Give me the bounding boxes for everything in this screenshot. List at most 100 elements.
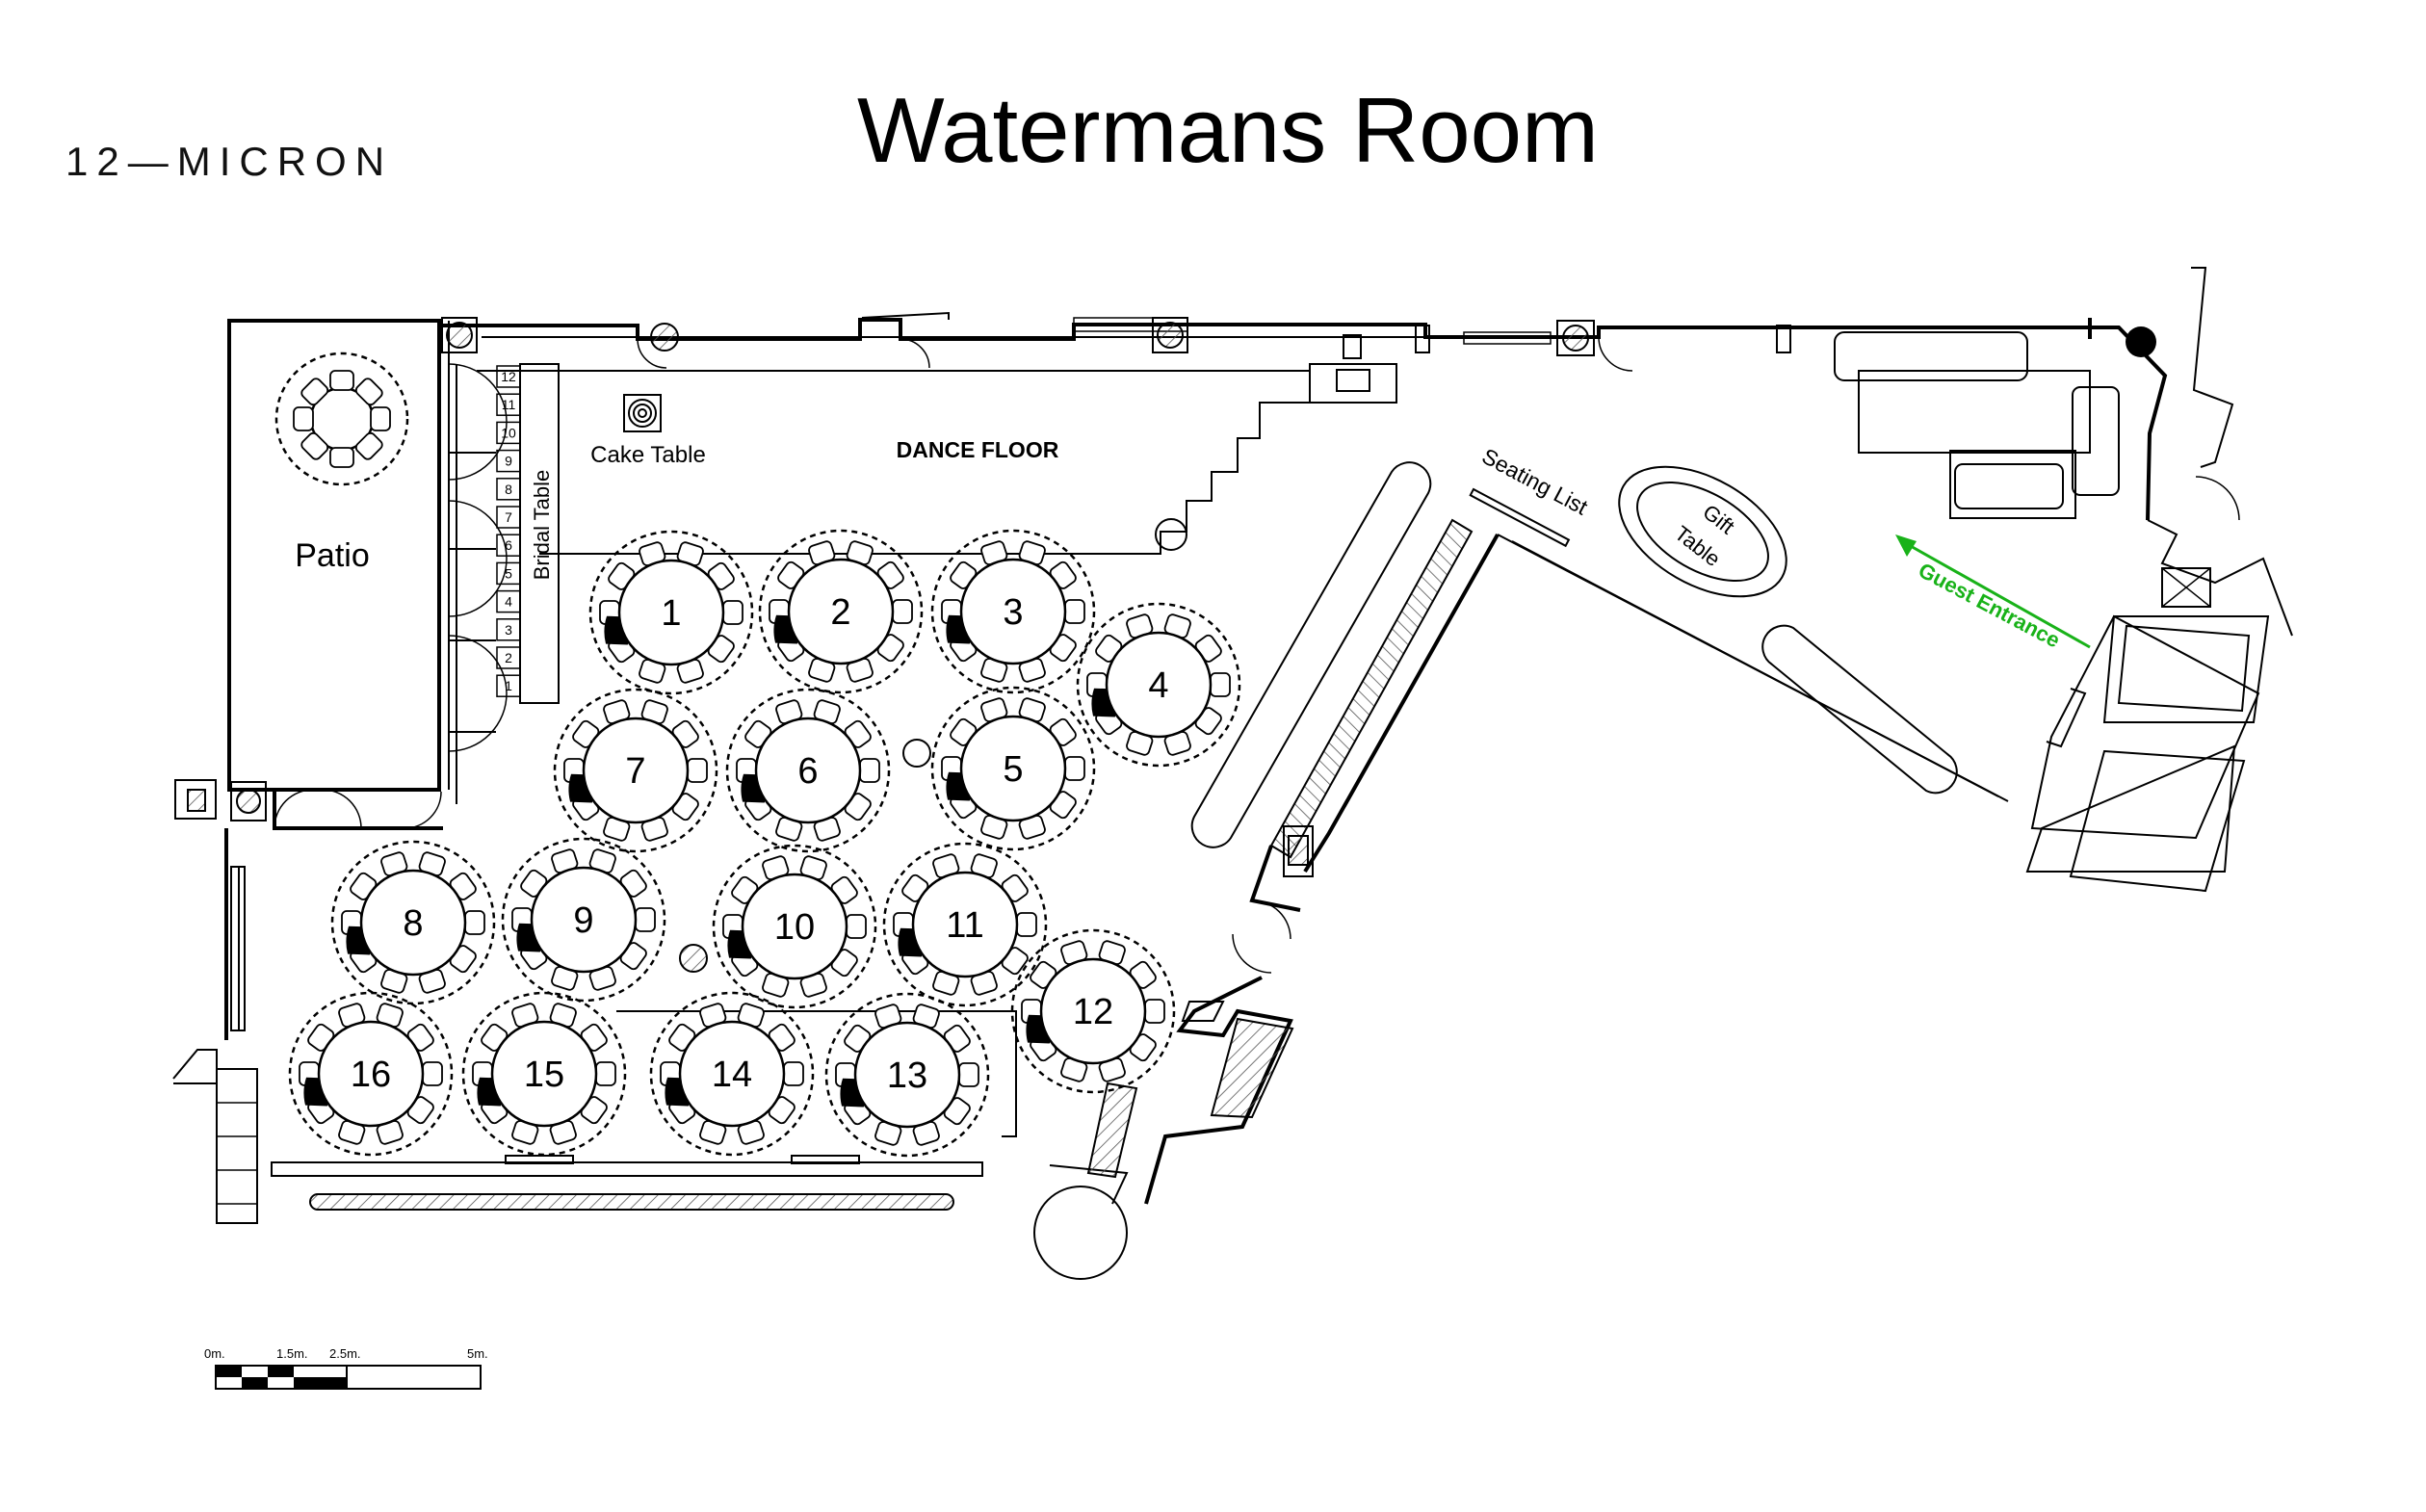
scale-tick-3: 5m. [467, 1346, 488, 1361]
guest-entrance-marker: Guest Entrance [1895, 534, 2091, 653]
cake-table-label: Cake Table [590, 442, 706, 468]
table-number: 16 [351, 1055, 391, 1095]
bridal-seat [496, 534, 521, 557]
chair [300, 431, 329, 460]
table-number: 12 [1073, 992, 1113, 1032]
table-2: 2 [758, 529, 924, 694]
table-boundary [882, 842, 1048, 1007]
table-boundary [1076, 602, 1241, 768]
table-boundary [930, 529, 1096, 694]
scale-tick-0: 0m. [204, 1346, 225, 1361]
bridal-seat [496, 449, 521, 473]
table-3: 3 [930, 529, 1096, 694]
table-boundary [588, 530, 754, 695]
bridal-seat [496, 618, 521, 641]
round-table [617, 559, 725, 666]
chair [958, 1062, 979, 1087]
round-table [787, 558, 895, 665]
bridal-seat-number: 3 [505, 622, 512, 638]
chair [783, 1061, 804, 1086]
bridal-seat-number: 5 [505, 565, 512, 581]
dance-floor-label: DANCE FLOOR [897, 437, 1059, 462]
bridal-seat [496, 589, 521, 613]
round-table [741, 873, 848, 980]
round-table [530, 866, 638, 974]
chair [722, 600, 743, 625]
chair [846, 914, 867, 939]
scale-bar: 0m. 1.5m. 2.5m. 5m. [204, 1346, 488, 1390]
patio-table [274, 352, 409, 486]
table-boundary [649, 991, 815, 1157]
table-4: 4 [1076, 602, 1241, 768]
table-number: 5 [1003, 749, 1023, 790]
table-number: 8 [403, 903, 423, 944]
building-walls [172, 267, 2293, 1280]
chair [595, 1061, 616, 1086]
round-table [678, 1020, 786, 1128]
chair [354, 431, 383, 460]
chair [354, 378, 383, 406]
bridal-seat-number: 4 [505, 594, 512, 610]
table-13: 13 [824, 992, 990, 1158]
chair [422, 1061, 443, 1086]
bridal-seat-number: 12 [501, 369, 516, 384]
chair [1210, 672, 1231, 697]
arrow-head-icon [1895, 534, 1917, 557]
bridal-table-label: Bridal Table [530, 470, 554, 581]
patio-enclosure [227, 319, 441, 792]
round-table [959, 715, 1067, 822]
bridal-seat [496, 421, 521, 445]
round-table [1105, 631, 1213, 739]
round-table [911, 871, 1019, 978]
page-title: Watermans Room [857, 79, 1599, 182]
bridal-seat [496, 478, 521, 501]
chair [687, 758, 708, 783]
table-7: 7 [553, 688, 718, 853]
table-boundary [288, 991, 454, 1157]
table-number: 7 [625, 751, 645, 792]
chair [892, 599, 913, 624]
chair [329, 370, 354, 391]
table-1: 1 [588, 530, 754, 695]
chair [1016, 912, 1037, 937]
table-5: 5 [930, 686, 1096, 851]
chair [1064, 599, 1085, 624]
column-dot [2126, 326, 2156, 357]
bridal-seat [496, 365, 521, 388]
round-table [317, 1020, 425, 1128]
brand-logo: 12—MICRON [65, 139, 393, 184]
round-table [582, 717, 690, 824]
table-boundary [930, 686, 1096, 851]
table-11: 11 [882, 842, 1048, 1007]
bridal-seat-number: 7 [505, 509, 512, 525]
table-number: 3 [1003, 592, 1023, 633]
chair [464, 910, 485, 935]
bridal-seat [496, 674, 521, 697]
bridal-seat [496, 393, 521, 416]
table-number: 6 [797, 751, 818, 792]
table-boundary [330, 840, 496, 1005]
round-table [359, 869, 467, 977]
bridal-seat-number: 11 [502, 397, 516, 412]
bridal-seat-number: 8 [505, 482, 512, 497]
table-6: 6 [725, 688, 891, 853]
table-number: 11 [946, 905, 983, 946]
chair [370, 406, 391, 431]
scale-tick-1: 1.5m. [276, 1346, 308, 1361]
table-9: 9 [501, 837, 666, 1003]
chair [293, 406, 314, 431]
chair [1144, 999, 1165, 1024]
bridal-seat [496, 561, 521, 586]
chair [329, 447, 354, 468]
round-table [754, 717, 862, 824]
chair [635, 907, 656, 932]
table-number: 1 [661, 593, 681, 634]
chair [1064, 756, 1085, 781]
bridal-seat-number: 1 [505, 678, 512, 693]
table-number: 15 [524, 1055, 564, 1095]
chair [859, 758, 880, 783]
table-number: 2 [830, 592, 850, 633]
table-number: 4 [1148, 665, 1168, 706]
